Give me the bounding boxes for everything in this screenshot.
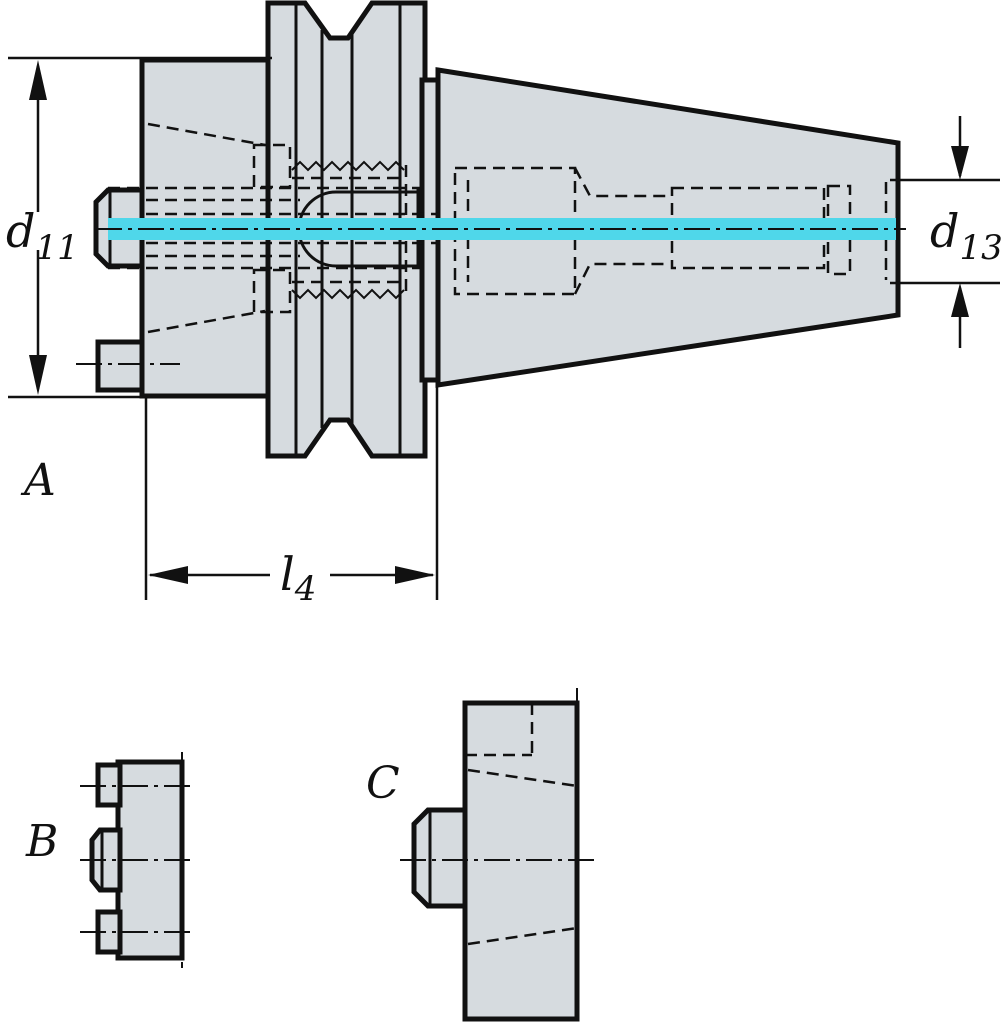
main-view: d11 d13 l4 A — [6, 0, 1003, 609]
view-b-label: B — [25, 816, 58, 867]
coolant-channel — [108, 218, 896, 240]
l4-label: l4 — [280, 547, 316, 609]
detail-view-b: B — [25, 752, 192, 968]
d13-label: d13 — [930, 204, 1003, 268]
view-c-label: C — [366, 758, 400, 809]
d11-label: d11 — [6, 204, 79, 268]
view-a-label: A — [20, 455, 56, 506]
drive-key — [95, 339, 145, 393]
detail-view-c: C — [366, 688, 598, 1024]
